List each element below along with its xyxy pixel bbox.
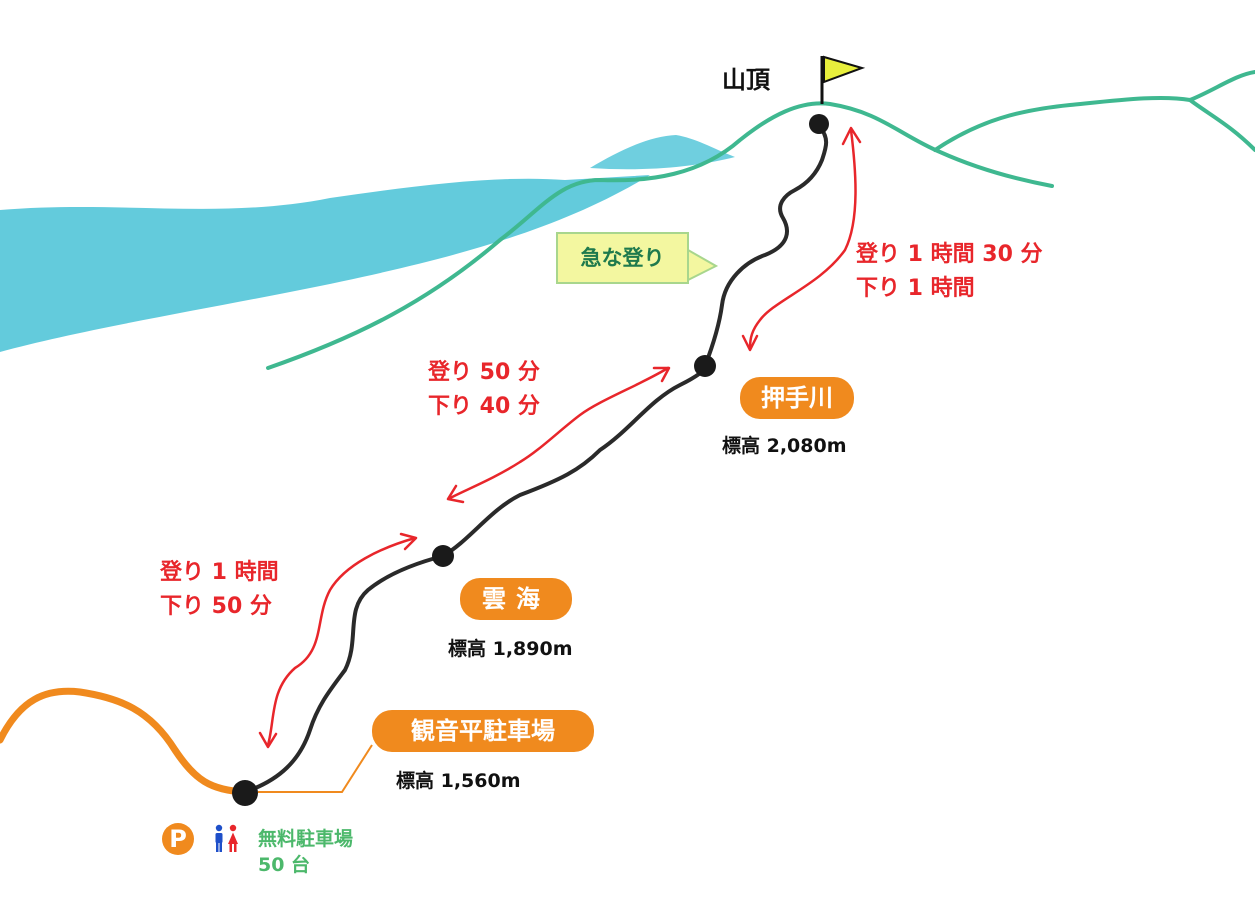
ridge-line-far — [1188, 98, 1255, 152]
trail-path — [243, 124, 829, 794]
distant-peak — [590, 135, 735, 170]
steep-climb-callout: 急な登り — [556, 232, 689, 284]
toilet-icon — [215, 824, 238, 852]
time-down: 下り 50 分 — [160, 594, 272, 619]
time-oshitegawa-unkai: 登り 50 分 下り 40 分 — [428, 356, 540, 424]
lake — [0, 175, 650, 352]
summit-label: 山頂 — [722, 66, 770, 94]
time-unkai-kannondaira: 登り 1 時間 下り 50 分 — [160, 556, 279, 624]
approach-road — [0, 687, 249, 796]
parking-icon: P — [162, 823, 194, 855]
ridge-line-right — [933, 70, 1255, 152]
arrow-oshitegawa-unkai — [446, 366, 671, 504]
kannondaira-leader — [258, 744, 373, 793]
unkai-node — [432, 545, 454, 567]
station-unkai-name: 雲海 — [460, 578, 572, 620]
station-kannondaira-name: 観音平駐車場 — [372, 710, 594, 752]
flag-icon — [820, 55, 866, 104]
station-kannondaira-elevation: 標高 1,560m — [396, 770, 521, 792]
time-up: 登り 1 時間 30 分 — [856, 242, 1043, 267]
time-down: 下り 40 分 — [428, 394, 540, 419]
time-summit-oshitegawa: 登り 1 時間 30 分 下り 1 時間 — [856, 238, 1043, 306]
callout-pointer — [687, 248, 719, 282]
time-up: 登り 1 時間 — [160, 560, 279, 585]
kannondaira-node — [232, 780, 258, 806]
arrow-summit-oshitegawa — [741, 126, 862, 352]
station-unkai-elevation: 標高 1,890m — [448, 638, 573, 660]
time-up: 登り 50 分 — [428, 360, 540, 385]
summit-node — [809, 114, 829, 134]
station-oshitegawa-elevation: 標高 2,080m — [722, 435, 847, 457]
parking-info: 無料駐車場 50 台 — [258, 826, 353, 878]
parking-name: 無料駐車場 — [258, 828, 354, 850]
station-oshitegawa-name: 押手川 — [740, 377, 854, 419]
arrow-unkai-kannondaira — [258, 532, 418, 749]
parking-capacity: 50 台 — [258, 854, 311, 876]
oshitegawa-node — [694, 355, 716, 377]
time-down: 下り 1 時間 — [856, 276, 975, 301]
